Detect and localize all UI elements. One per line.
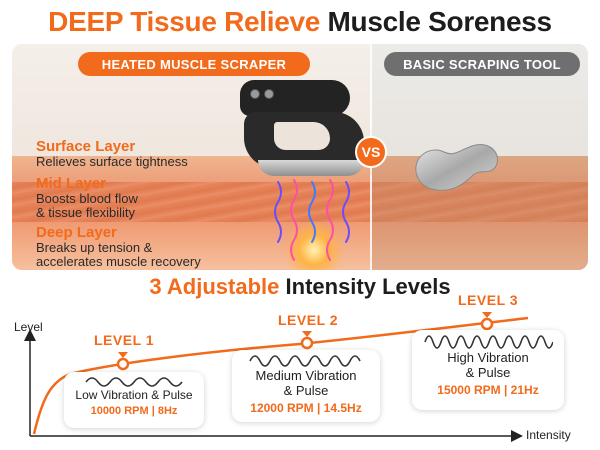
intensity-heading-accent: 3 Adjustable (149, 274, 280, 299)
power-button-icon (250, 89, 260, 99)
scraper-grip-hole (274, 122, 330, 150)
heated-scraper-label: HEATED MUSCLE SCRAPER (78, 52, 310, 76)
intensity-heading: 3 Adjustable Intensity Levels (0, 274, 600, 300)
level-3-card: High Vibration & Pulse 15000 RPM | 21Hz (412, 330, 564, 410)
title-accent: DEEP Tissue Relieve (48, 6, 321, 37)
surface-layer-title: Surface Layer (36, 138, 136, 155)
intensity-heading-dark: Intensity Levels (285, 274, 451, 299)
scraper-handle (240, 80, 350, 116)
page-title: DEEP Tissue Relieve Muscle Soreness (0, 6, 600, 38)
level-3-spec: 15000 RPM | 21Hz (437, 383, 539, 397)
level-2-label: LEVEL 2 (278, 312, 339, 328)
level-2-mode-line2: & Pulse (283, 383, 329, 398)
level-marker-icon (480, 312, 494, 331)
skin-mid-layer (12, 182, 588, 222)
vibration-wave-icon (249, 355, 361, 367)
deep-layer-desc-line2: accelerates muscle recovery (36, 254, 201, 269)
basic-tool-label: BASIC SCRAPING TOOL (384, 52, 580, 76)
basic-skin-shade (370, 156, 588, 270)
mid-layer-text: Mid Layer Boosts blood flow & tissue fle… (36, 175, 236, 220)
mid-layer-desc-line2: & tissue flexibility (36, 205, 135, 220)
level-marker-icon (116, 352, 130, 371)
mode-button-icon (264, 89, 274, 99)
deep-layer-desc-line1: Breaks up tension & (36, 240, 153, 255)
level-marker-icon (300, 331, 314, 350)
heat-wave-icon (274, 179, 350, 261)
level-3-mode-line2: & Pulse (465, 365, 511, 380)
vibration-wave-icon (424, 335, 553, 349)
deep-layer-text: Deep Layer Breaks up tension & accelerat… (36, 224, 236, 269)
basic-scraper-icon (415, 144, 498, 191)
surface-layer-text: Surface Layer Relieves surface tightness (36, 138, 236, 169)
y-axis-label: Level (14, 320, 43, 334)
level-1-label: LEVEL 1 (94, 332, 155, 348)
comparison-panel: HEATED MUSCLE SCRAPER BASIC SCRAPING TOO… (12, 44, 588, 270)
vibration-wave-icon (85, 377, 183, 387)
mid-layer-desc-line1: Boosts blood flow (36, 191, 138, 206)
deep-layer-title: Deep Layer (36, 224, 117, 241)
x-axis-label: Intensity (526, 428, 571, 442)
intensity-graph-axes (24, 312, 529, 442)
intensity-curve (32, 316, 529, 435)
level-1-card: Low Vibration & Pulse 10000 RPM | 8Hz (64, 372, 204, 428)
level-1-mode: Low Vibration & Pulse (75, 388, 193, 402)
level-3-label: LEVEL 3 (458, 292, 519, 308)
mid-layer-title: Mid Layer (36, 175, 107, 192)
level-2-card: Medium Vibration & Pulse 12000 RPM | 14.… (232, 350, 380, 422)
vs-badge: VS (355, 136, 387, 168)
surface-layer-desc: Relieves surface tightness (36, 154, 188, 169)
level-2-spec: 12000 RPM | 14.5Hz (250, 401, 362, 415)
level-2-mode-line1: Medium Vibration (255, 368, 357, 383)
level-3-mode-line1: High Vibration (447, 350, 529, 365)
title-dark: Muscle Soreness (327, 6, 553, 37)
level-1-spec: 10000 RPM | 8Hz (90, 405, 178, 417)
intensity-graph: Level Intensity LEVEL 1 LEVEL 2 LEVEL 3 … (0, 292, 600, 450)
scraper-blade (258, 160, 364, 176)
